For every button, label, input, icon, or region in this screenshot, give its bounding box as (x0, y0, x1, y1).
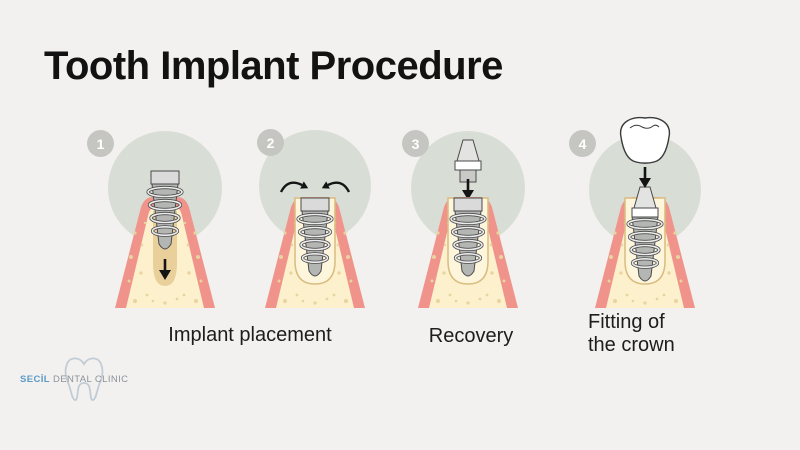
clinic-brand-name: SECİL (20, 374, 50, 385)
clinic-logo: SECİL DENTAL CLINIC (20, 346, 190, 408)
crown-fitting-icon (589, 116, 701, 308)
label-implant-placement: Implant placement (168, 324, 332, 346)
clinic-logo-text: SECİL DENTAL CLINIC (20, 374, 128, 385)
implant-screwed-icon (259, 130, 371, 308)
step-3-abutment-placement: 3 (388, 115, 548, 310)
page-title: Tooth Implant Procedure (44, 44, 503, 88)
step-2-implant-screwed: 2 (235, 115, 395, 310)
step-number-badge: 4 (569, 130, 596, 157)
label-fitting-of-the-crown: Fitting of the crown (588, 311, 675, 356)
step-number-badge: 1 (87, 130, 114, 157)
rotate-arrows-icon (279, 181, 351, 193)
implant-insertion-icon (108, 131, 222, 308)
step-1-implant-insertion: 1 (85, 115, 245, 310)
step-4-crown-fitting: 4 (565, 115, 725, 310)
tooth-logo-icon (64, 357, 104, 401)
clinic-type-label: DENTAL CLINIC (53, 374, 129, 385)
step-number-badge: 3 (402, 130, 429, 157)
abutment-placement-icon (411, 131, 525, 308)
label-recovery: Recovery (428, 325, 514, 347)
step-number-badge: 2 (257, 129, 284, 156)
